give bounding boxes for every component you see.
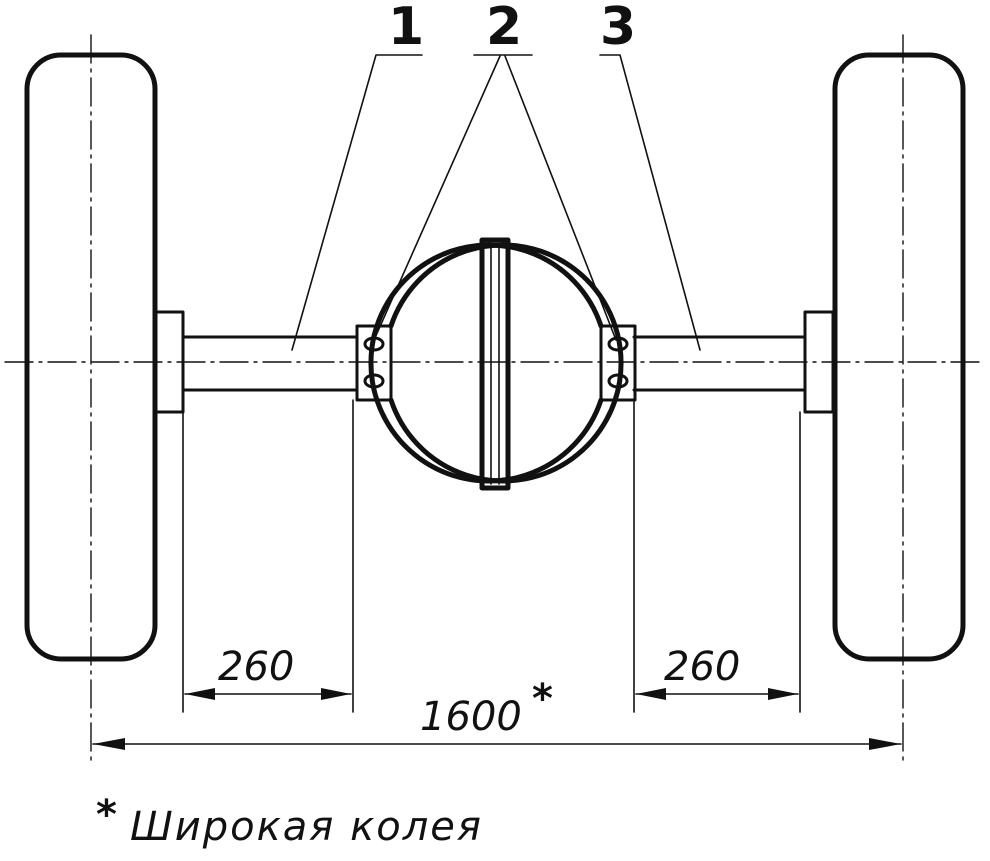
callout-2: 2 bbox=[486, 0, 522, 57]
differential-housing bbox=[388, 242, 624, 484]
callout-3: 3 bbox=[600, 0, 636, 57]
footnote-asterisk: * bbox=[96, 792, 117, 838]
right-wheel bbox=[832, 52, 966, 662]
right-hub bbox=[803, 310, 835, 414]
footnote-text: Широкая колея bbox=[130, 804, 483, 850]
callout-1: 1 bbox=[388, 0, 424, 57]
dim-right-arrow-a bbox=[636, 688, 666, 700]
dim-right-arrow-b bbox=[768, 688, 798, 700]
dim-left-arrow-b bbox=[321, 688, 351, 700]
housing-flange bbox=[479, 237, 511, 491]
leader-1 bbox=[291, 54, 423, 351]
dim-left-arrow-a bbox=[185, 688, 215, 700]
left-clamp bbox=[355, 324, 393, 402]
leader-3 bbox=[599, 54, 701, 351]
dim-track-label: 1600 bbox=[420, 694, 522, 740]
dim-track-arrow-a bbox=[93, 738, 125, 750]
differential-housing-right-arc bbox=[368, 242, 604, 484]
dim-left-label: 260 bbox=[218, 644, 294, 690]
dim-right-label: 260 bbox=[664, 644, 740, 690]
leader-2-left bbox=[373, 55, 501, 341]
right-clamp bbox=[599, 324, 637, 402]
dim-track-asterisk: * bbox=[532, 676, 553, 722]
dim-track-arrow-b bbox=[869, 738, 901, 750]
left-hub bbox=[153, 310, 185, 414]
leader-2-right bbox=[504, 55, 617, 341]
